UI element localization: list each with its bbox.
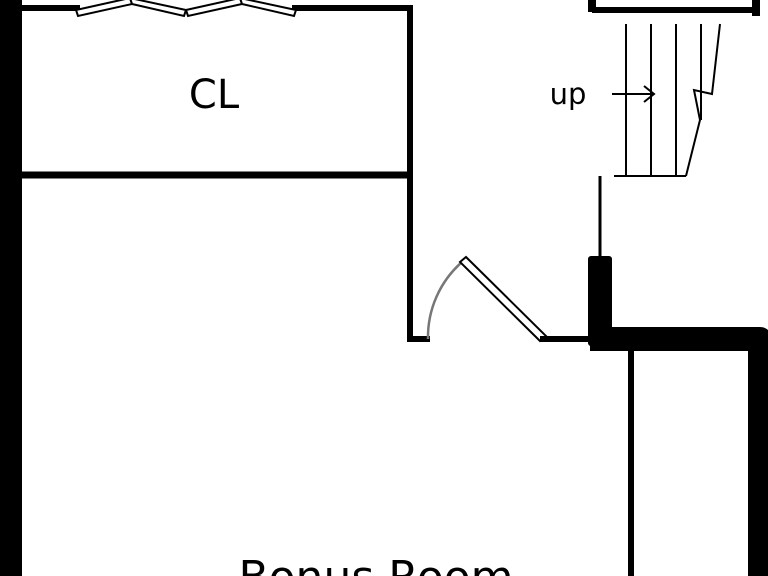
door-leaf xyxy=(458,255,548,343)
stairs-direction-label: up xyxy=(550,77,587,111)
top-right-wall-end-right xyxy=(752,0,760,16)
top-right-wall-end xyxy=(588,0,596,12)
door-swing-arc xyxy=(426,261,463,340)
exterior-wall-left xyxy=(0,0,22,576)
closet-bifold-doors xyxy=(74,0,298,18)
closet-label: CL xyxy=(189,72,240,118)
right-wall-upper xyxy=(590,327,768,576)
room-label: Bonus Room xyxy=(238,552,513,576)
stair-post xyxy=(588,256,612,346)
stairs xyxy=(612,23,721,177)
